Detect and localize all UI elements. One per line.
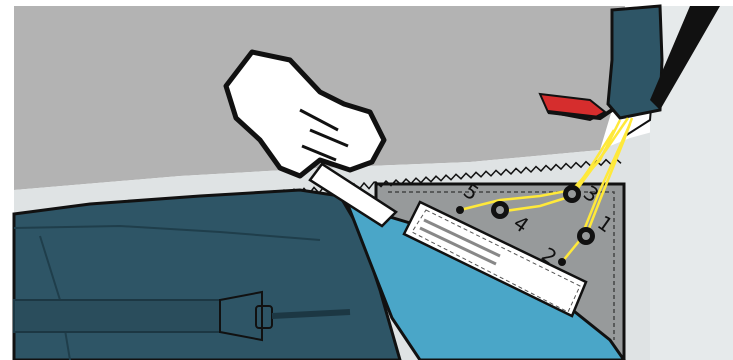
cover-strap: [14, 300, 220, 332]
strap-tail: [272, 312, 350, 316]
dark-cover: [14, 190, 400, 360]
